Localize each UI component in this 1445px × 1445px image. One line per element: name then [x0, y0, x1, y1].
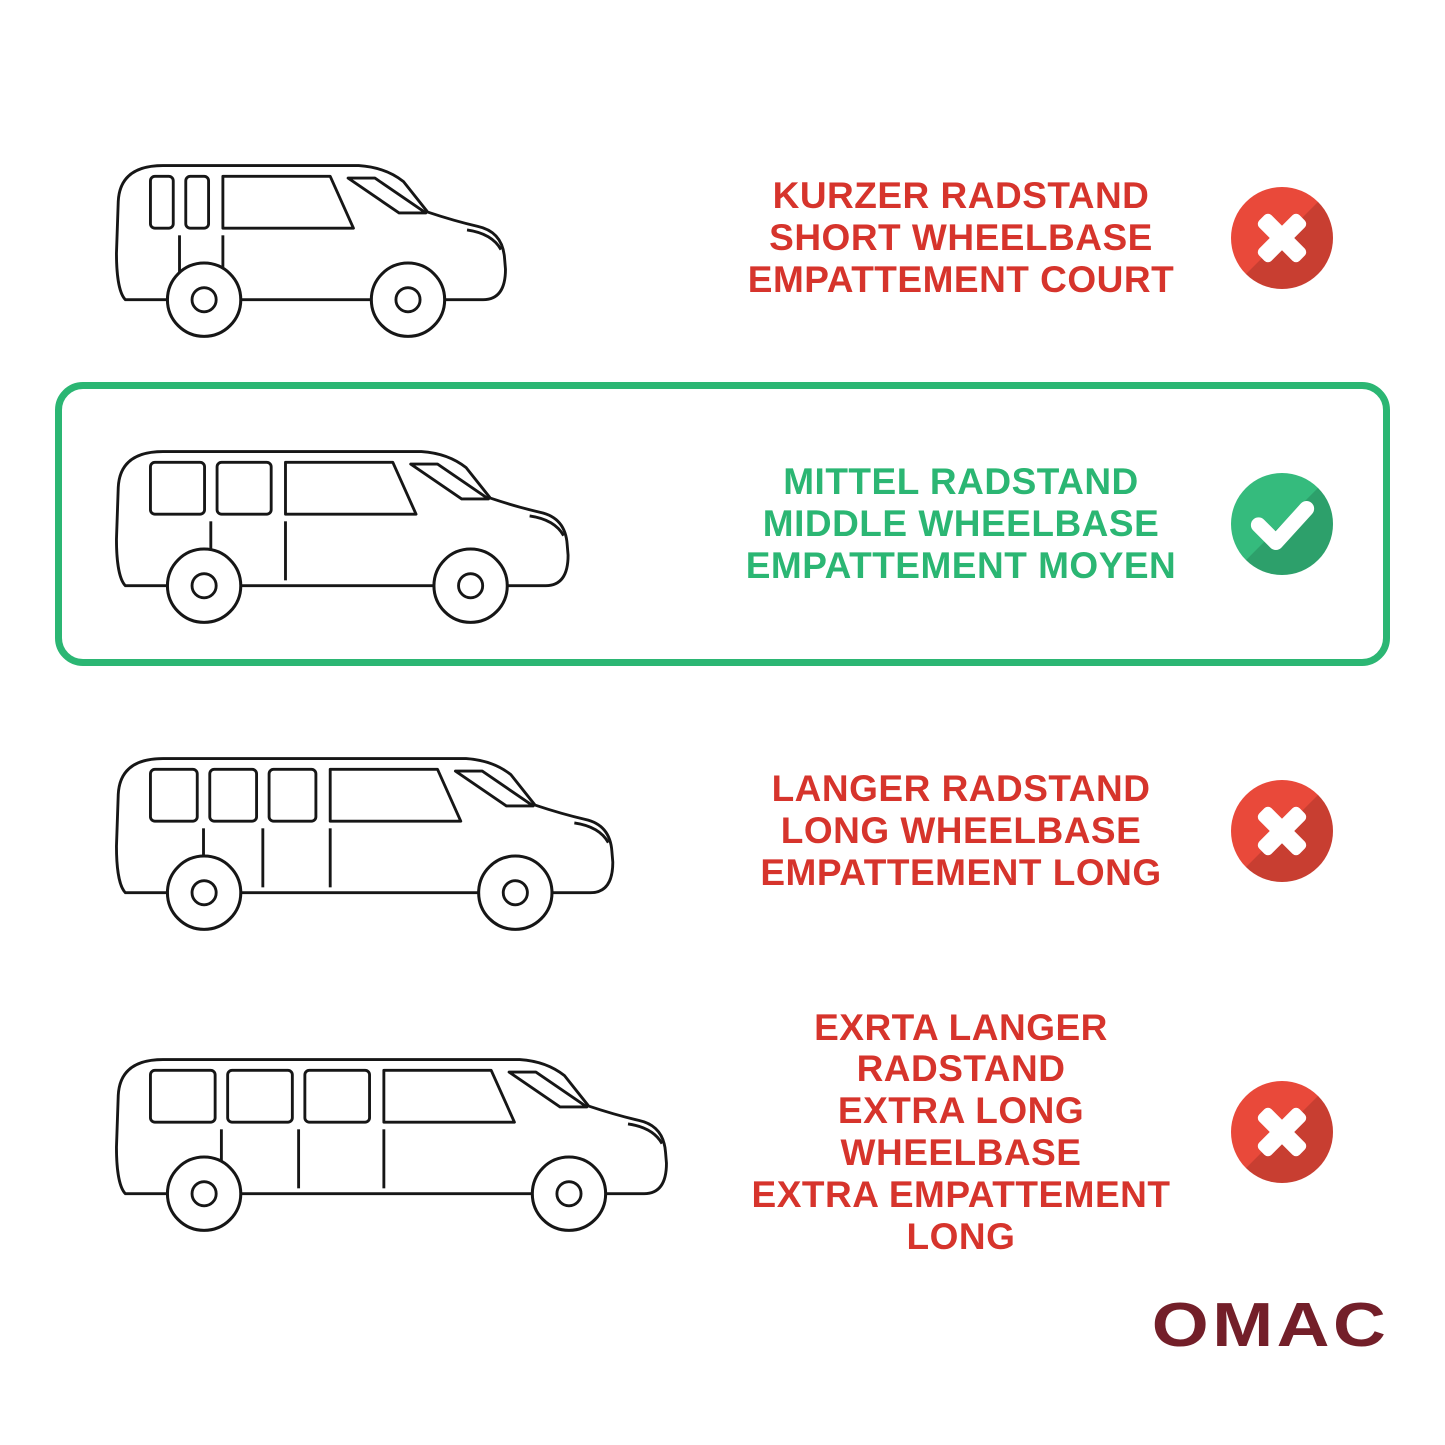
variant-label-long-wheelbase: LANGER RADSTAND LONG WHEELBASE EMPATTEME…: [715, 768, 1207, 893]
variant-row-middle-wheelbase selection-highlight-box: MITTEL RADSTAND MIDDLE WHEELBASE EMPATTE…: [55, 382, 1390, 666]
variant-label-short-wheelbase: KURZER RADSTAND SHORT WHEELBASE EMPATTEM…: [715, 175, 1207, 300]
label-line-de: EXRTA LANGER RADSTAND: [814, 1006, 1108, 1090]
variant-row-long-wheelbase: LANGER RADSTAND LONG WHEELBASE EMPATTEME…: [0, 702, 1445, 960]
van-illustration-long-wheelbase: [95, 721, 715, 941]
van-illustration-middle-wheelbase: [95, 414, 715, 634]
label-line-en: MIDDLE WHEELBASE: [762, 503, 1160, 545]
variant-row-short-wheelbase: KURZER RADSTAND SHORT WHEELBASE EMPATTEM…: [0, 112, 1445, 364]
label-line-en: EXTRA LONG WHEELBASE: [837, 1090, 1085, 1173]
variant-label-extra-long-wheelbase: EXRTA LANGER RADSTAND EXTRA LONG WHEELBA…: [715, 1007, 1207, 1258]
label-line-de: MITTEL RADSTAND: [783, 461, 1139, 503]
van-illustration-short-wheelbase: [95, 128, 715, 348]
label-line-fr: EXTRA EMPATTEMENT LONG: [751, 1173, 1171, 1257]
omac-logo: OMAC: [1151, 1291, 1389, 1360]
label-line-fr: EMPATTEMENT MOYEN: [745, 544, 1177, 586]
check-icon: [1207, 473, 1357, 575]
label-line-de: LANGER RADSTAND: [771, 768, 1151, 810]
label-line-fr: EMPATTEMENT COURT: [747, 258, 1175, 300]
cross-icon: [1207, 1081, 1357, 1183]
label-line-de: KURZER RADSTAND: [772, 175, 1150, 217]
label-line-fr: EMPATTEMENT LONG: [760, 851, 1162, 893]
label-line-en: SHORT WHEELBASE: [769, 217, 1153, 259]
variant-label-middle-wheelbase: MITTEL RADSTAND MIDDLE WHEELBASE EMPATTE…: [715, 461, 1207, 586]
cross-icon: [1207, 187, 1357, 289]
label-line-en: LONG WHEELBASE: [780, 810, 1142, 852]
cross-icon: [1207, 780, 1357, 882]
variant-row-extra-long-wheelbase: EXRTA LANGER RADSTAND EXTRA LONG WHEELBA…: [0, 988, 1445, 1276]
van-illustration-extra-long-wheelbase: [95, 1022, 715, 1242]
